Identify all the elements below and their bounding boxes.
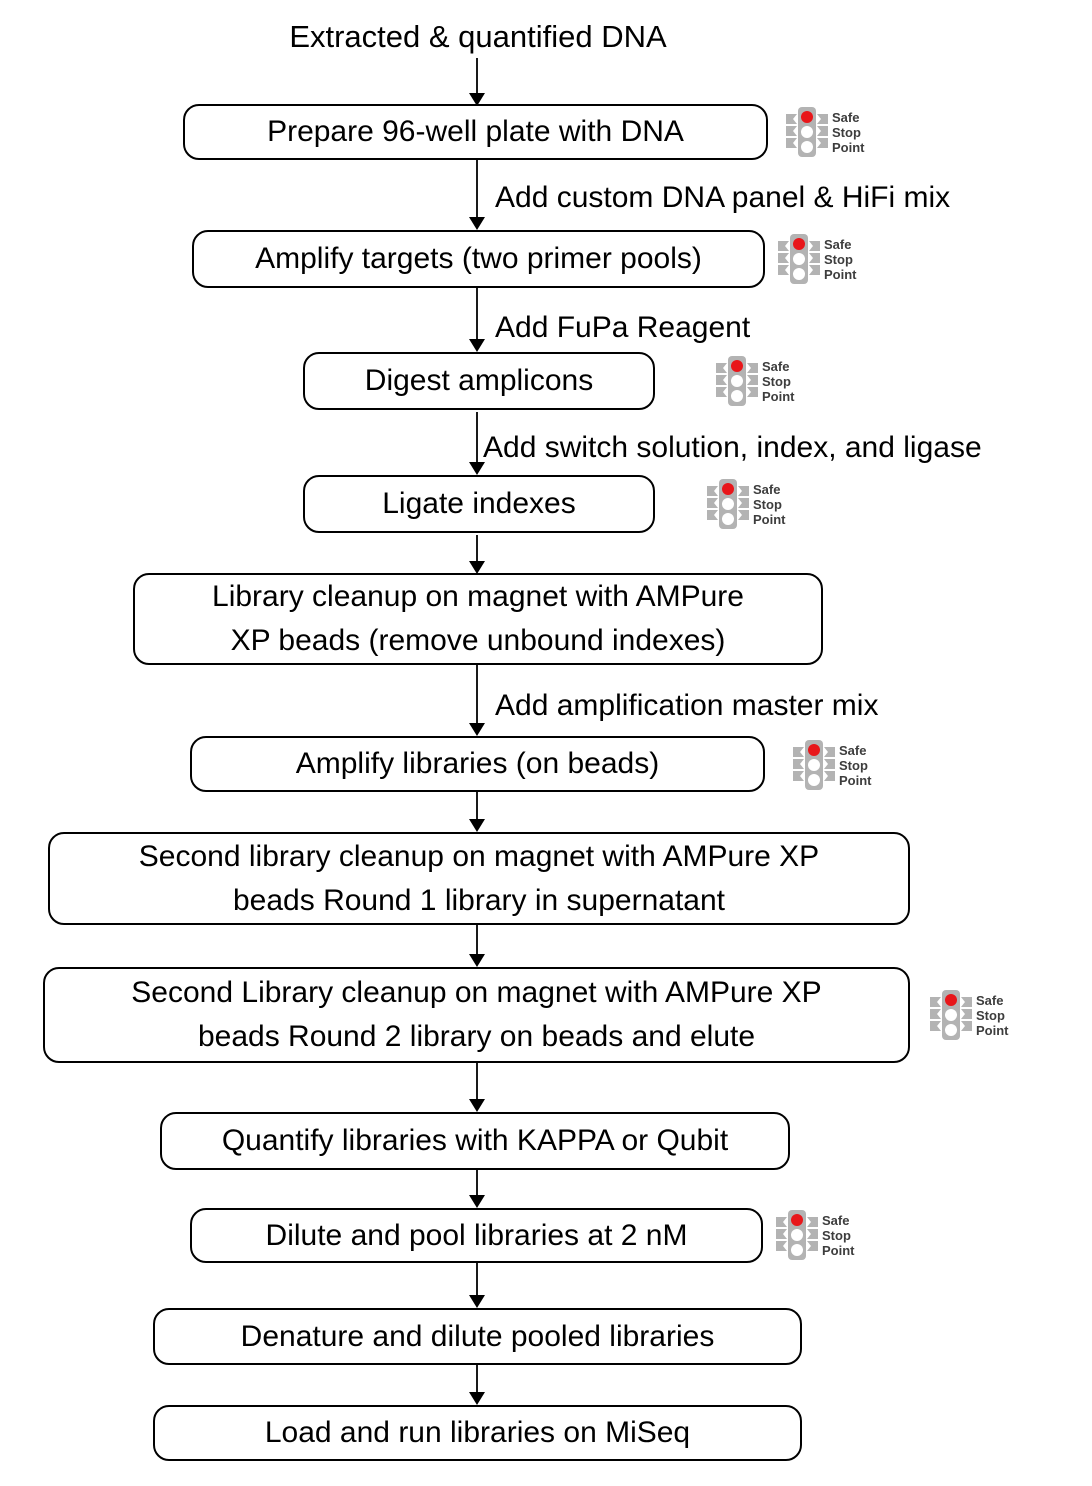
ssp-line-2: Stop — [824, 251, 853, 267]
process-node-prepare-plate[interactable]: Prepare 96-well plate with DNA — [183, 104, 768, 160]
traffic-light-icon — [776, 1210, 818, 1260]
safe-stop-point-text: Safe Stop Point — [762, 359, 795, 404]
diagram-title: Extracted & quantified DNA — [289, 19, 667, 54]
safe-stop-point-text: Safe Stop Point — [822, 1213, 855, 1258]
ssp-line-2: Stop — [753, 496, 782, 512]
edge-label-n2-n3: Add FuPa Reagent — [495, 311, 751, 344]
node-label: Ligate indexes — [382, 487, 576, 520]
node-label: Load and run libraries on MiSeq — [264, 1416, 691, 1449]
traffic-light-icon — [707, 479, 749, 529]
process-node-quantify-libraries[interactable]: Quantify libraries with KAPPA or Qubit — [160, 1112, 790, 1170]
ssp-line-3: Point — [753, 511, 786, 527]
node-label-line-1: Second library cleanup on magnet with AM… — [138, 839, 820, 873]
process-node-dilute-pool[interactable]: Dilute and pool libraries at 2 nM — [190, 1208, 763, 1263]
traffic-light-icon — [716, 356, 758, 406]
ssp-line-3: Point — [824, 266, 857, 282]
node-label: Amplify targets (two primer pools) — [255, 242, 702, 275]
process-node-load-run-miseq[interactable]: Load and run libraries on MiSeq — [153, 1405, 802, 1461]
node-label-line-2: beads Round 1 library in supernatant — [233, 883, 725, 917]
node-label: Second library cleanup on magnet with AM… — [139, 835, 819, 923]
edge-label-n3-n4: Add switch solution, index, and ligase — [483, 431, 982, 464]
node-label: Digest amplicons — [364, 364, 594, 397]
process-node-ligate-indexes[interactable]: Ligate indexes — [303, 475, 655, 533]
process-node-amplify-libraries[interactable]: Amplify libraries (on beads) — [190, 736, 765, 792]
edge-label-n1-n2: Add custom DNA panel & HiFi mix — [495, 181, 951, 214]
safe-stop-point-text: Safe Stop Point — [832, 110, 865, 155]
node-label-line-1: Second Library cleanup on magnet with AM… — [131, 976, 822, 1009]
safe-stop-point-marker-n3: Safe Stop Point — [716, 354, 795, 408]
ssp-line-1: Safe — [832, 109, 860, 125]
node-label-line-2: beads Round 2 library on beads and elute — [197, 1020, 756, 1053]
ssp-line-2: Stop — [839, 757, 868, 773]
ssp-line-1: Safe — [824, 236, 852, 252]
ssp-line-1: Safe — [753, 481, 781, 497]
node-label: Dilute and pool libraries at 2 nM — [265, 1218, 688, 1252]
safe-stop-point-marker-n2: Safe Stop Point — [778, 232, 857, 286]
ssp-line-1: Safe — [839, 742, 867, 758]
ssp-line-3: Point — [976, 1022, 1009, 1038]
process-node-digest-amplicons[interactable]: Digest amplicons — [303, 352, 655, 410]
ssp-line-2: Stop — [976, 1007, 1005, 1023]
safe-stop-point-text: Safe Stop Point — [753, 482, 786, 527]
ssp-line-1: Safe — [976, 992, 1004, 1008]
safe-stop-point-marker-n8: Safe Stop Point — [930, 988, 1009, 1042]
process-node-amplify-targets[interactable]: Amplify targets (two primer pools) — [192, 230, 765, 288]
safe-stop-point-text: Safe Stop Point — [824, 237, 857, 282]
safe-stop-point-text: Safe Stop Point — [839, 743, 872, 788]
safe-stop-point-marker-n1: Safe Stop Point — [786, 105, 865, 159]
process-node-library-cleanup[interactable]: Library cleanup on magnet with AMPure XP… — [133, 573, 823, 665]
node-label: Amplify libraries (on beads) — [295, 747, 660, 780]
node-label-line-2: XP beads (remove unbound indexes) — [230, 624, 726, 657]
ssp-line-2: Stop — [832, 124, 861, 140]
safe-stop-point-marker-n4: Safe Stop Point — [707, 477, 786, 531]
ssp-line-2: Stop — [762, 373, 791, 389]
process-node-second-cleanup-round1[interactable]: Second library cleanup on magnet with AM… — [48, 832, 910, 925]
ssp-line-3: Point — [822, 1242, 855, 1258]
ssp-line-3: Point — [762, 388, 795, 404]
ssp-line-1: Safe — [822, 1212, 850, 1228]
ssp-line-2: Stop — [822, 1227, 851, 1243]
ssp-line-3: Point — [832, 139, 865, 155]
safe-stop-point-text: Safe Stop Point — [976, 993, 1009, 1038]
process-node-second-cleanup-round2[interactable]: Second Library cleanup on magnet with AM… — [43, 967, 910, 1063]
traffic-light-icon — [793, 740, 835, 790]
node-label: Library cleanup on magnet with AMPure XP… — [212, 575, 744, 663]
node-label: Second Library cleanup on magnet with AM… — [131, 971, 821, 1059]
edge-label-n5-n6: Add amplification master mix — [495, 689, 879, 722]
node-label-line-1: Library cleanup on magnet with AMPure — [212, 580, 744, 613]
traffic-light-icon — [930, 990, 972, 1040]
safe-stop-point-marker-n10: Safe Stop Point — [776, 1208, 855, 1262]
ssp-line-3: Point — [839, 772, 872, 788]
traffic-light-icon — [786, 107, 828, 157]
node-label: Quantify libraries with KAPPA or Qubit — [221, 1124, 729, 1157]
node-label: Prepare 96-well plate with DNA — [267, 115, 684, 148]
traffic-light-icon — [778, 234, 820, 284]
ssp-line-1: Safe — [762, 358, 790, 374]
process-node-denature-dilute[interactable]: Denature and dilute pooled libraries — [153, 1308, 802, 1365]
safe-stop-point-marker-n6: Safe Stop Point — [793, 738, 872, 792]
node-label: Denature and dilute pooled libraries — [240, 1319, 715, 1353]
